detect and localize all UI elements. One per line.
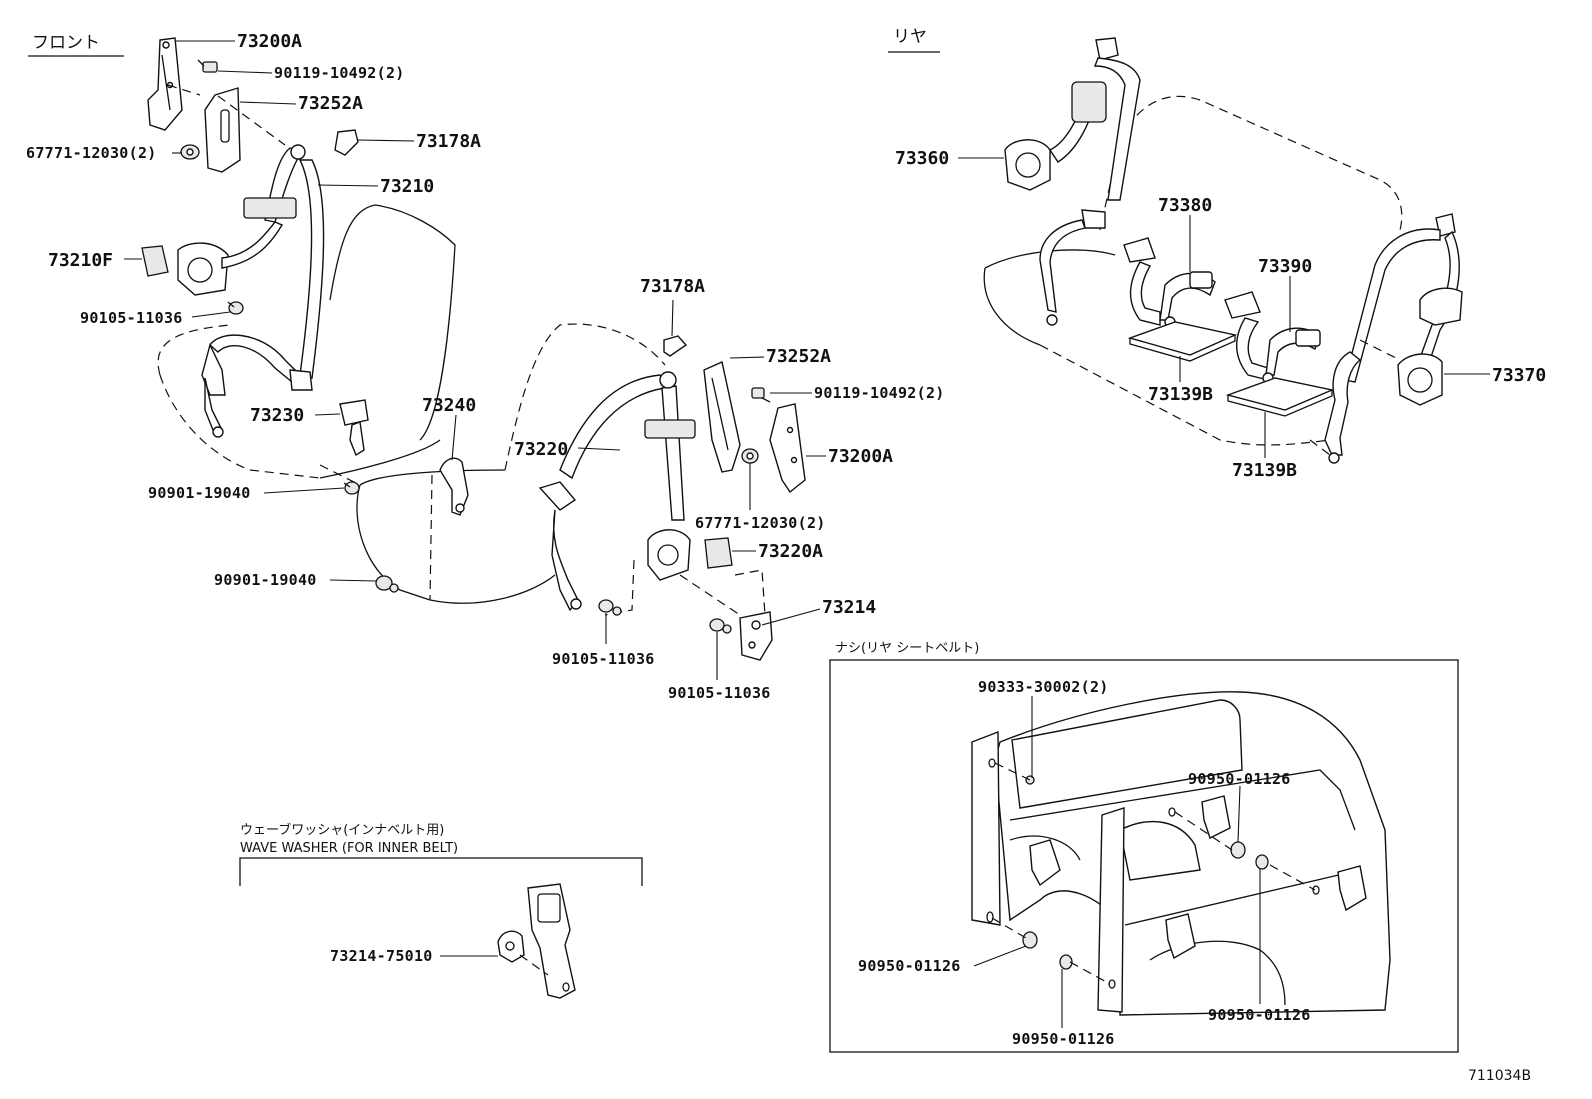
label-90119-top: 90119-10492(2): [274, 64, 405, 82]
part-73390-rear-buckle: [1224, 291, 1321, 384]
label-73230: 73230: [250, 405, 304, 426]
washer-dash-ref: [519, 954, 549, 976]
inner-box-frame: [829, 659, 1459, 1053]
part-73210F-button: [141, 245, 169, 277]
part-73139B-plate-a: [1127, 321, 1238, 362]
label-73200A-mid: 73200A: [828, 446, 893, 467]
part-73178A-mid-cover: [663, 335, 688, 357]
part-73200A-mid-bracket: [769, 403, 806, 494]
part-73240-buckle: [439, 457, 469, 516]
rear-dash-ref-1: [1359, 339, 1401, 361]
label-90119-mid: 90119-10492(2): [814, 384, 945, 402]
diagram-code: 711034B: [1468, 1068, 1531, 1084]
label-67771-mid: 67771-12030(2): [695, 514, 826, 532]
inner-dash-ref-4: [991, 917, 1027, 939]
label-73220: 73220: [514, 439, 568, 460]
inner-clips: [1022, 775, 1269, 970]
label-73178A-top: 73178A: [416, 131, 481, 152]
label-73240: 73240: [422, 395, 476, 416]
part-90119-bolt-top: [197, 59, 218, 73]
front-dash-ref-6: [167, 84, 201, 96]
part-73200A-top-bracket: [147, 37, 183, 131]
front-dash-ref-2: [734, 569, 766, 616]
part-73230-buckle: [339, 399, 369, 457]
part-73370-rear-right-belt: [1324, 213, 1463, 464]
part-90105-bolt-left: [227, 301, 244, 315]
label-90901-a: 90901-19040: [148, 484, 251, 502]
inner-dash-ref-1: [994, 762, 1031, 781]
label-90105-left: 90105-11036: [80, 309, 183, 327]
inner-quarter-panel: [971, 691, 1391, 1016]
label-73220A: 73220A: [758, 541, 823, 562]
label-90901-b: 90901-19040: [214, 571, 317, 589]
part-67771-anchor-top: [180, 144, 200, 160]
rear-dash-ref-2: [1309, 439, 1331, 456]
label-73252A-mid: 73252A: [766, 346, 831, 367]
part-73178A-top-cover: [334, 129, 359, 156]
label-73380: 73380: [1158, 195, 1212, 216]
part-73220A-button: [704, 537, 733, 569]
inner-leaders: [973, 696, 1261, 1028]
part-73210-front-seat-belt: [177, 144, 325, 438]
label-73210F: 73210F: [48, 250, 113, 271]
inner-dash-ref-2: [1174, 811, 1233, 851]
front-dash-ref-3: [679, 574, 741, 616]
label-73139B-a: 73139B: [1148, 384, 1213, 405]
part-90105-bolt-right: [709, 618, 732, 634]
label-73214-75010: 73214-75010: [330, 947, 433, 965]
front-center-seat-outline: [319, 323, 666, 604]
label-90333: 90333-30002(2): [978, 678, 1109, 696]
washer-title-jp: ウェーブワッシャ(インナベルト用): [240, 822, 444, 838]
label-73214: 73214: [822, 597, 876, 618]
part-90105-bolt-mid: [598, 599, 622, 616]
inner-dash-ref-3: [1269, 864, 1316, 891]
label-73200A-top: 73200A: [237, 31, 302, 52]
label-73139B-b: 73139B: [1232, 460, 1297, 481]
label-73370: 73370: [1492, 365, 1546, 386]
label-90950-c: 90950-01126: [1012, 1030, 1115, 1048]
inner-box-title: ナシ(リヤ シートベルト): [835, 641, 979, 656]
washer-title-en: WAVE WASHER (FOR INNER BELT): [240, 841, 458, 856]
part-73252A-mid-cover: [703, 361, 741, 473]
part-73214-plate: [739, 611, 773, 661]
label-73252A-top: 73252A: [298, 93, 363, 114]
label-73390: 73390: [1258, 256, 1312, 277]
rear-leaders: [958, 157, 1490, 458]
part-73380-rear-buckle: [1123, 237, 1216, 328]
label-90950-a: 90950-01126: [1188, 770, 1291, 788]
part-90119-bolt-mid: [751, 387, 771, 403]
label-90950-b: 90950-01126: [858, 957, 961, 975]
part-73360-rear-retractor: [1004, 37, 1141, 326]
label-73178A-mid: 73178A: [640, 276, 705, 297]
part-73252A-top-cover: [204, 87, 241, 173]
part-73220-center-seat-belt: [538, 371, 696, 612]
front-section-title: フロント: [32, 33, 100, 53]
front-left-seat-outline: [157, 204, 456, 479]
part-90901-bolt-a: [343, 481, 360, 495]
front-dash-ref-1: [429, 474, 433, 601]
front-leaders: [124, 40, 826, 680]
rear-section-title: リヤ: [893, 27, 927, 47]
part-90901-bolt-b: [375, 575, 399, 593]
washer-box-frame: [239, 857, 643, 886]
label-73210: 73210: [380, 176, 434, 197]
label-73360: 73360: [895, 148, 949, 169]
label-67771-top: 67771-12030(2): [26, 144, 157, 162]
part-73139B-plate-b: [1225, 377, 1335, 417]
inner-dash-ref-5: [1069, 961, 1111, 985]
label-90950-d: 90950-01126: [1208, 1006, 1311, 1024]
part-73214-75010-wave-washer: [497, 883, 576, 999]
label-90105-mid: 90105-11036: [552, 650, 655, 668]
part-67771-anchor-mid: [741, 448, 759, 464]
label-90105-right: 90105-11036: [668, 684, 771, 702]
